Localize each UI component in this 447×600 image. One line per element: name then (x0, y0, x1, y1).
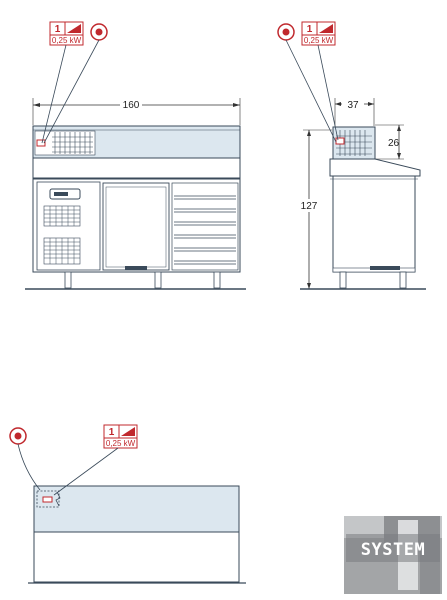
width-dimension-label: 160 (123, 100, 140, 111)
cabinet-side (332, 175, 416, 273)
rear-view: 1 0,25 kW (9, 424, 246, 584)
power-connection-icon (319, 24, 333, 33)
svg-text:1: 1 (307, 24, 313, 35)
power-connection-icon (67, 24, 81, 33)
svg-text:0,25 kW: 0,25 kW (52, 36, 82, 45)
top-height-dimension-label: 26 (388, 138, 400, 149)
grille-top (52, 132, 93, 154)
plug-icon (335, 137, 345, 145)
logo-text: SYSTEM (361, 540, 425, 560)
svg-text:0,25 kW: 0,25 kW (304, 36, 334, 45)
svg-text:0,25 kW: 0,25 kW (106, 439, 136, 448)
plug-icon (42, 496, 53, 503)
cabinet-door (102, 182, 170, 271)
electrical-tag-front: 1 0,25 kW (49, 21, 84, 46)
total-height-dimension-label: 127 (301, 201, 318, 212)
rear-panel-top (33, 485, 240, 533)
side-view: 37 26 127 (277, 21, 426, 290)
front-view: 160 (25, 21, 246, 290)
power-connection-icon (121, 427, 135, 436)
system-logo: SYSTEM (344, 516, 442, 594)
svg-text:1: 1 (109, 427, 115, 438)
svg-text:1: 1 (55, 24, 61, 35)
drawer-stack (171, 182, 239, 271)
depth-dimension-label: 37 (347, 100, 359, 111)
plug-icon (36, 139, 46, 147)
rear-panel-bottom (33, 531, 240, 583)
electrical-tag-side: 1 0,25 kW (301, 21, 336, 46)
electrical-tag-rear: 1 0,25 kW (103, 424, 138, 449)
